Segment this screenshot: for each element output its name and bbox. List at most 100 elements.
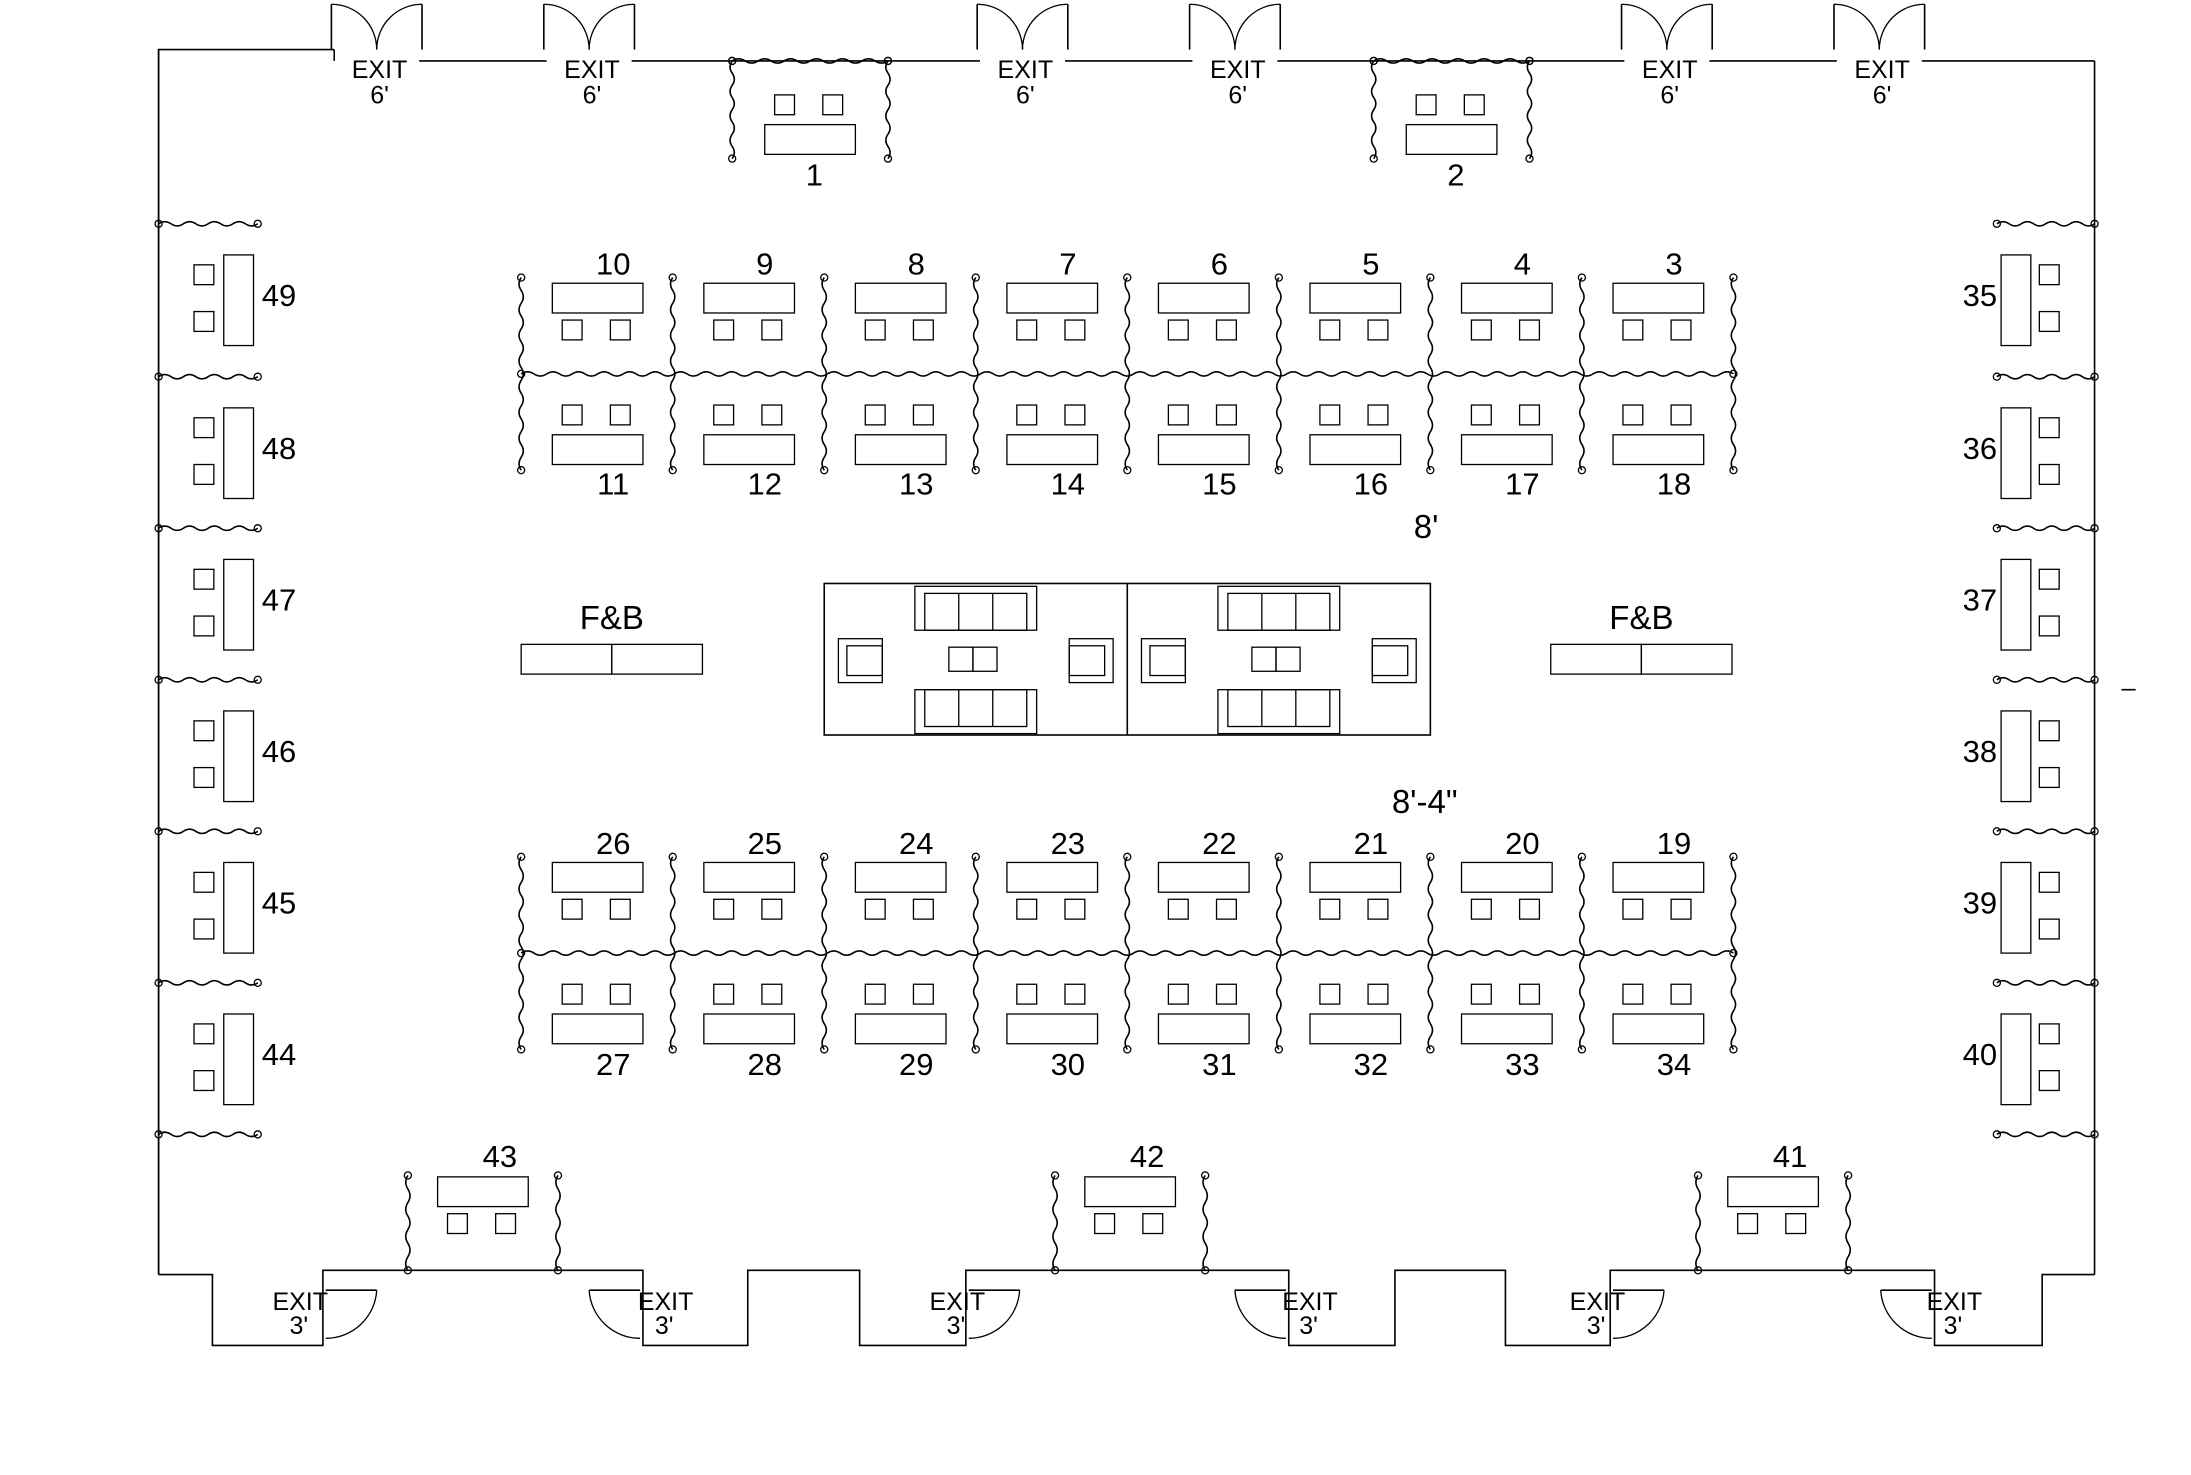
pipe-drape-side — [885, 60, 891, 160]
pipe-drape-center-end — [516, 369, 526, 379]
booth-chair — [1016, 319, 1038, 341]
booth-number: 7 — [1059, 247, 1076, 282]
booth-chair — [864, 319, 886, 341]
booth-table — [1006, 861, 1099, 893]
pipe-drape-vertical-end — [668, 852, 677, 861]
pipe-drape-side — [555, 1175, 561, 1271]
booth-table — [2000, 254, 2032, 347]
sofa-seat — [1227, 689, 1331, 728]
booth-chair — [864, 404, 886, 426]
exit-label: EXIT — [998, 56, 1054, 84]
booth: 10 — [551, 247, 644, 341]
booth-table — [2000, 1013, 2032, 1106]
door-swing — [1234, 1290, 1286, 1339]
booth: 16 — [1309, 404, 1402, 501]
pipe-drape-vertical — [1730, 856, 1737, 1050]
booth: 5 — [1309, 247, 1402, 341]
pipe-drape-vertical-end — [516, 465, 526, 475]
door-swing — [1880, 1290, 1932, 1339]
pipe-drape-side — [158, 220, 259, 227]
booth-chair — [1670, 898, 1692, 920]
pipe-drape-vertical-end — [668, 273, 677, 282]
booth-number: 10 — [596, 247, 630, 282]
booth-chair — [1167, 983, 1189, 1005]
booth-table — [1405, 123, 1498, 156]
booth-chair — [2038, 871, 2060, 893]
booth-table — [436, 1176, 529, 1208]
pipe-drape-side — [1526, 60, 1533, 160]
exit-label: EXIT — [1854, 56, 1910, 84]
pipe-drape-vertical-end — [516, 1045, 526, 1054]
booth-chair — [609, 319, 631, 341]
exit-label: EXIT — [930, 1288, 986, 1316]
pipe-drape-side-end — [253, 372, 262, 381]
booth-table — [1460, 282, 1553, 314]
booth-table — [1309, 282, 1402, 314]
pipe-drape-side-end — [1050, 1171, 1060, 1180]
booth: 39 — [1963, 861, 2060, 954]
pipe-drape-side-end — [154, 524, 163, 533]
pipe-drape-vertical-end — [1123, 852, 1132, 861]
booth-number: 2 — [1447, 158, 1464, 193]
pipe-drape-side-end — [883, 56, 893, 66]
pipe-drape-vertical — [972, 856, 979, 1050]
booth-table — [2000, 558, 2032, 651]
coffee-table — [1275, 646, 1301, 672]
booth: 14 — [1006, 404, 1099, 501]
pipe-drape-vertical-end — [820, 852, 829, 861]
booth-chair — [193, 310, 215, 333]
booth-chair — [2038, 1023, 2060, 1045]
pipe-drape-vertical-end — [820, 465, 829, 475]
pipe-drape-vertical — [1275, 856, 1282, 1050]
booth-chair — [561, 898, 583, 920]
pipe-drape-side — [1052, 1175, 1058, 1271]
booth-number: 20 — [1505, 826, 1539, 861]
pipe-drape-side-end — [1369, 154, 1378, 163]
booth: 49 — [193, 254, 296, 347]
booth: 45 — [193, 861, 296, 954]
booth-table — [1309, 1013, 1402, 1045]
pipe-drape-vertical-end — [1274, 465, 1284, 475]
booth-chair — [912, 319, 934, 341]
pipe-drape-side-end — [1200, 1171, 1210, 1180]
booth-chair — [1319, 319, 1341, 341]
booth-number: 5 — [1362, 247, 1379, 282]
booth-table — [1309, 434, 1402, 466]
booth: 22 — [1157, 826, 1250, 920]
booth: 32 — [1309, 983, 1402, 1082]
booth-table — [551, 282, 644, 314]
aisle-dimension: 8' — [1414, 508, 1439, 545]
booth-table — [1460, 861, 1553, 893]
door-swing — [1234, 3, 1281, 50]
booth-chair — [2038, 417, 2060, 439]
booth-chair — [1367, 404, 1389, 426]
pipe-drape-side-end — [154, 219, 163, 228]
fb-station: F&B — [520, 599, 704, 675]
booth-chair — [193, 871, 215, 893]
pipe-drape-center-end — [1729, 369, 1738, 379]
booth-table — [551, 434, 644, 466]
exit-width: 6' — [1016, 81, 1035, 109]
booth-number: 6 — [1211, 247, 1228, 282]
booth: 4 — [1460, 247, 1553, 341]
booth-number: 28 — [748, 1047, 782, 1082]
booth-chair — [1016, 898, 1038, 920]
booth: 31 — [1157, 983, 1250, 1082]
booth-table — [1157, 1013, 1250, 1045]
pipe-drape-vertical — [1124, 277, 1131, 471]
pipe-drape-vertical — [972, 277, 979, 471]
armchair — [1140, 638, 1187, 684]
booth-number: 42 — [1130, 1139, 1164, 1174]
sofa-seat — [924, 592, 1028, 631]
pipe-drape-vertical — [821, 277, 828, 471]
booth-chair — [2038, 720, 2060, 742]
pipe-drape-side — [1202, 1175, 1209, 1271]
door-swing — [968, 1290, 1021, 1339]
pipe-drape-vertical-end — [668, 465, 677, 475]
booth-number: 8 — [908, 247, 925, 282]
booth-chair — [561, 404, 583, 426]
booth-number: 27 — [596, 1047, 630, 1082]
